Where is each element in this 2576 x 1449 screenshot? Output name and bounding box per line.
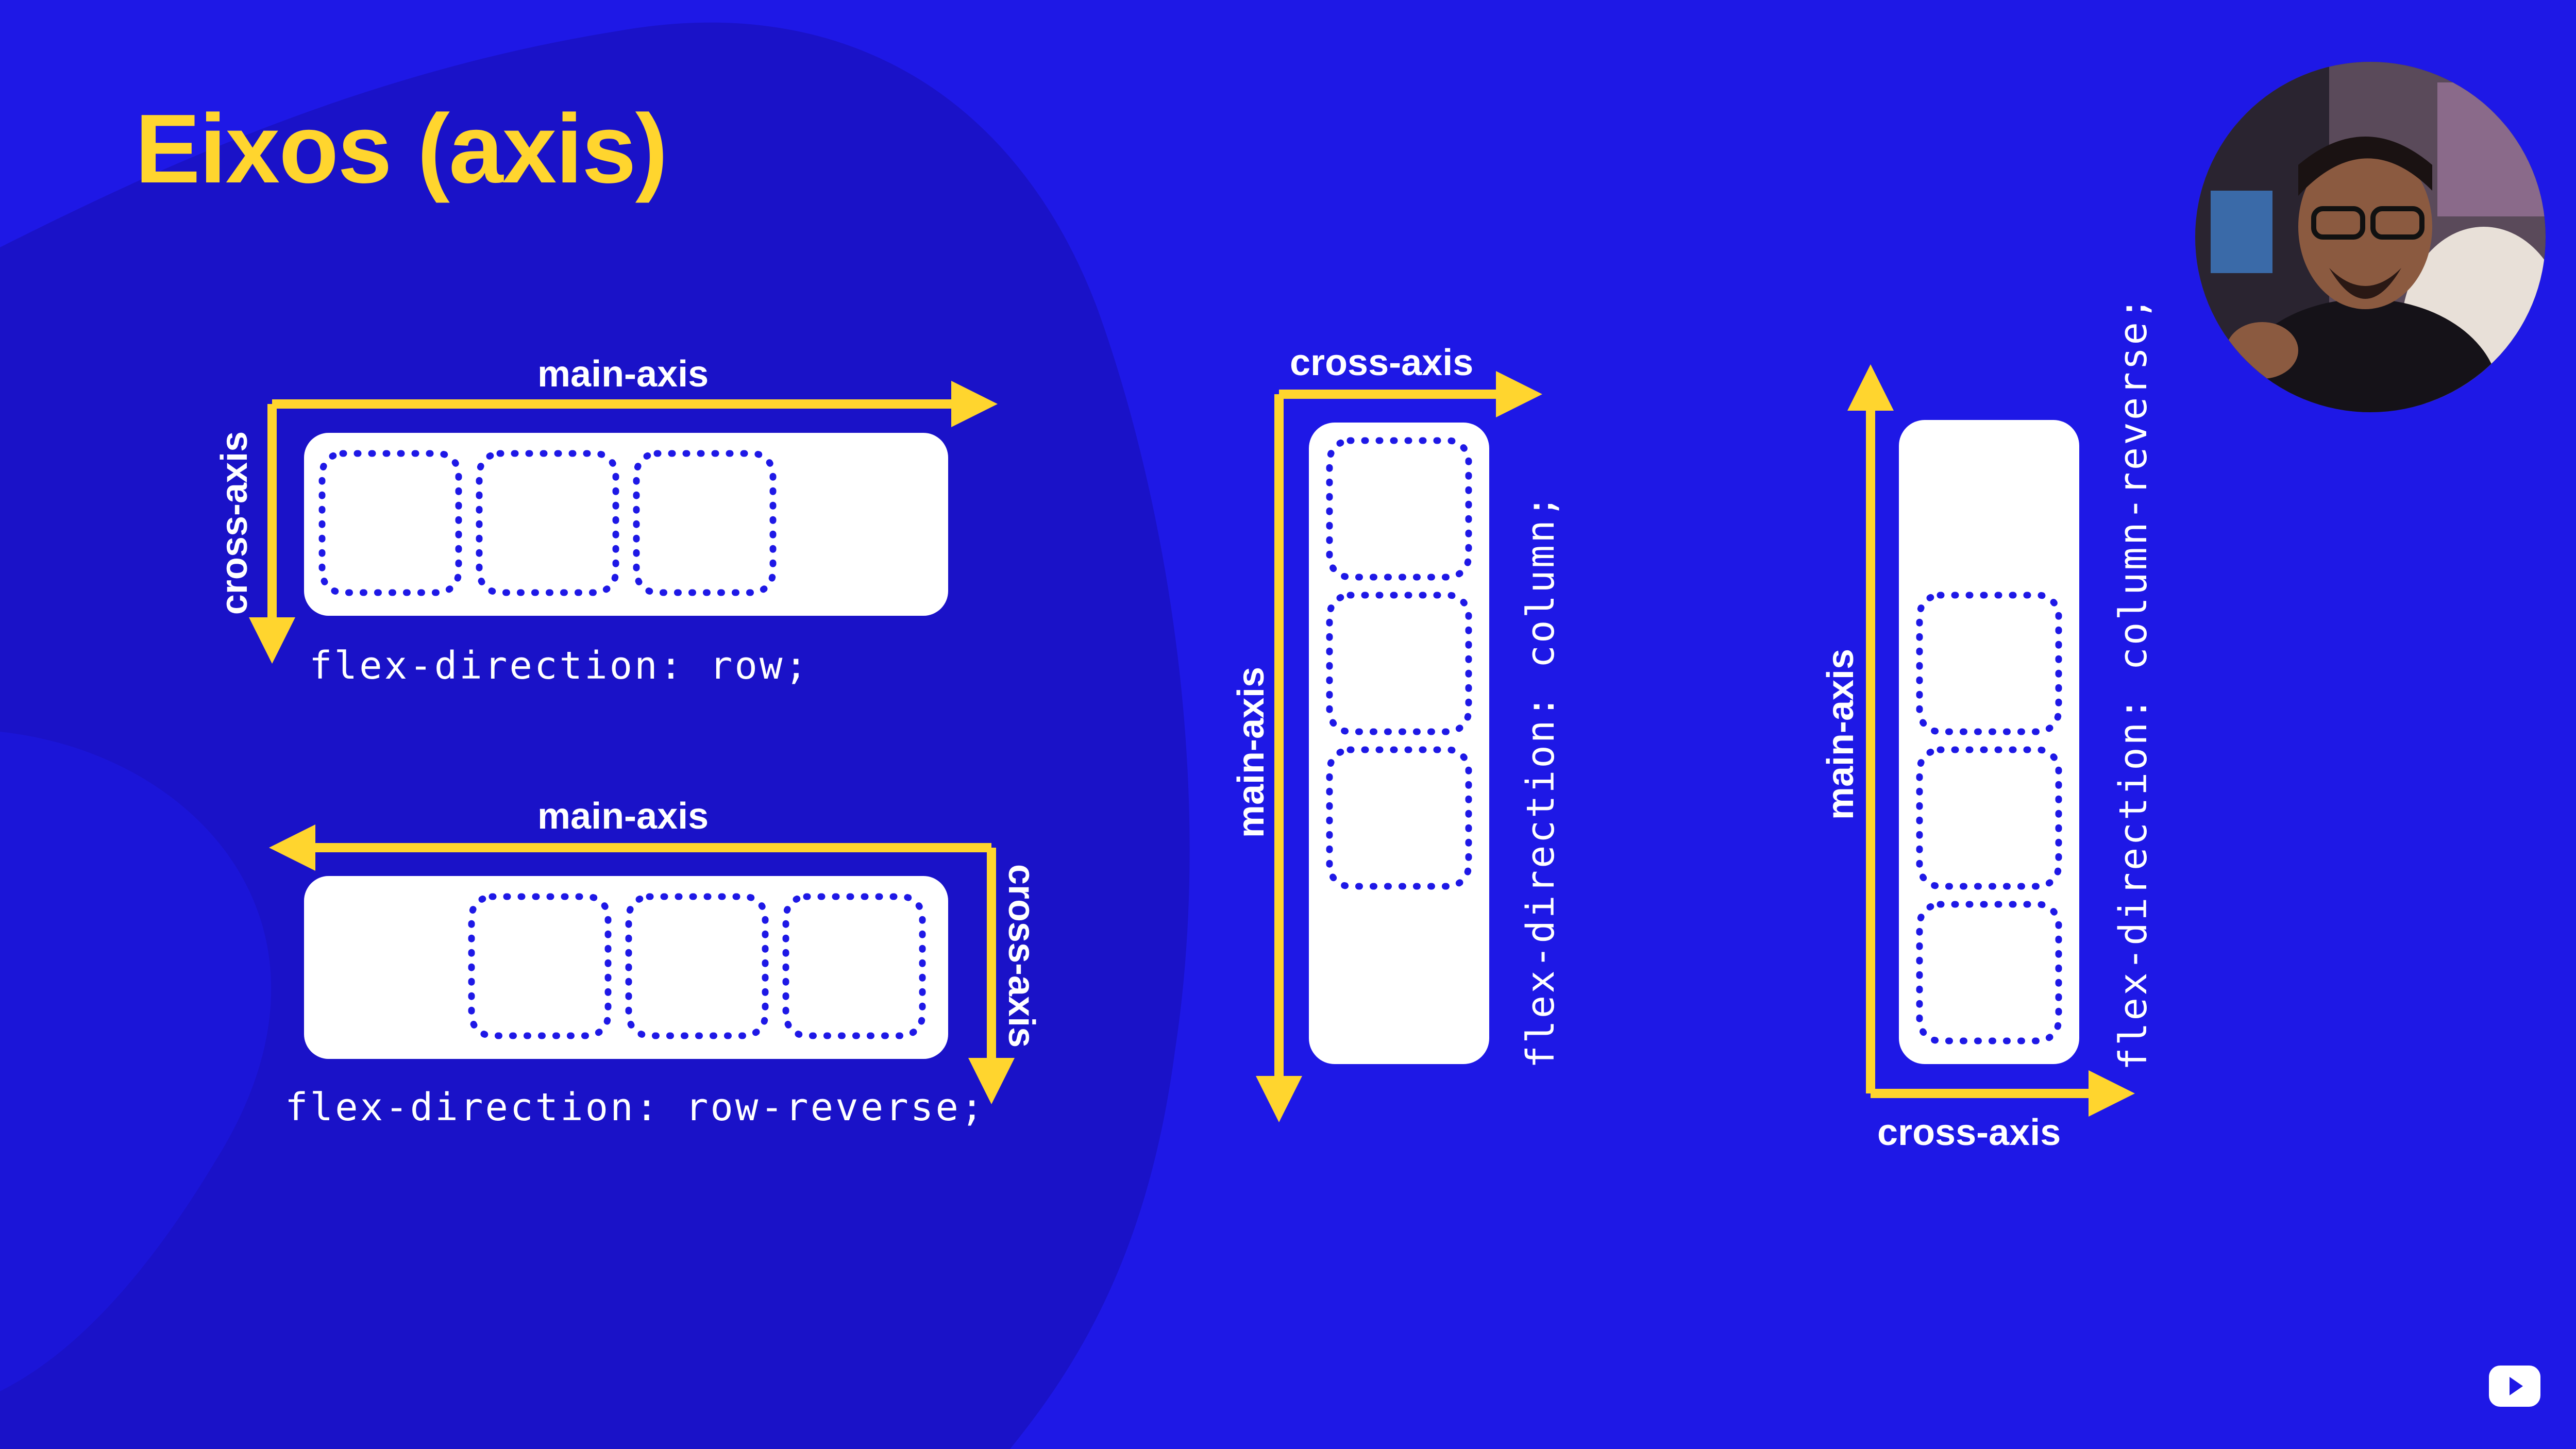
row-reverse-main-axis-label: main-axis bbox=[537, 796, 709, 837]
row-reverse-cross-axis-label: cross-axis bbox=[1001, 864, 1042, 1048]
column-diagram bbox=[1256, 371, 1542, 1122]
column-reverse-item-3 bbox=[1916, 592, 2062, 735]
slide-title: Eixos (axis) bbox=[135, 94, 668, 204]
column-code-label: flex-direction: column; bbox=[1519, 493, 1563, 1069]
column-item-1 bbox=[1326, 437, 1472, 581]
row-code-label: flex-direction: row; bbox=[309, 644, 810, 688]
row-cross-axis-label: cross-axis bbox=[214, 431, 255, 615]
background-blob bbox=[0, 22, 1190, 1449]
row-reverse-item-2 bbox=[625, 893, 769, 1039]
play-icon bbox=[2510, 1377, 2523, 1395]
column-reverse-cross-axis-label: cross-axis bbox=[1877, 1112, 2061, 1153]
row-reverse-diagram bbox=[269, 824, 1015, 1104]
column-reverse-main-axis-label: main-axis bbox=[1820, 648, 1861, 820]
row-main-axis-label: main-axis bbox=[537, 353, 709, 395]
row-reverse-item-3 bbox=[468, 893, 612, 1039]
column-reverse-code-label: flex-direction: column-reverse; bbox=[2111, 295, 2156, 1071]
column-item-2 bbox=[1326, 592, 1472, 735]
column-reverse-item-2 bbox=[1916, 746, 2062, 890]
row-item-1 bbox=[318, 450, 462, 596]
column-reverse-container bbox=[1899, 420, 2079, 1064]
column-container bbox=[1309, 423, 1489, 1064]
presenter-avatar bbox=[2195, 62, 2546, 412]
column-item-3 bbox=[1326, 746, 1472, 890]
row-reverse-item-1 bbox=[782, 893, 926, 1039]
background-blob-lower bbox=[0, 732, 272, 1391]
column-reverse-diagram bbox=[1847, 364, 2135, 1117]
row-container bbox=[304, 433, 948, 616]
presenter-webcam-icon bbox=[2195, 62, 2546, 412]
row-item-3 bbox=[633, 450, 777, 596]
row-diagram bbox=[249, 381, 998, 664]
column-reverse-item-1 bbox=[1916, 901, 2062, 1044]
row-item-2 bbox=[476, 450, 619, 596]
row-reverse-code-label: flex-direction: row-reverse; bbox=[285, 1085, 986, 1130]
column-cross-axis-label: cross-axis bbox=[1290, 342, 1474, 383]
column-main-axis-label: main-axis bbox=[1231, 666, 1272, 838]
video-player-icon[interactable] bbox=[2489, 1366, 2540, 1407]
